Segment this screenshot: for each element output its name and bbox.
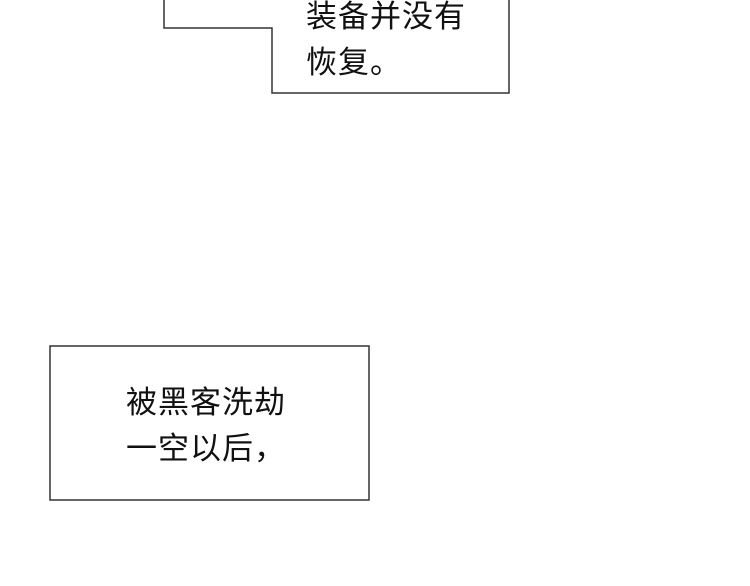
caption-bottom-line-1: 被黑客洗劫 bbox=[126, 385, 286, 421]
caption-top: 装备并没有 恢复。 bbox=[306, 0, 466, 86]
caption-bottom: 被黑客洗劫 一空以后， bbox=[126, 380, 286, 472]
caption-bottom-line-2: 一空以后， bbox=[126, 431, 286, 467]
caption-top-line-1: 装备并没有 bbox=[306, 0, 466, 35]
caption-top-line-2: 恢复。 bbox=[306, 45, 402, 81]
